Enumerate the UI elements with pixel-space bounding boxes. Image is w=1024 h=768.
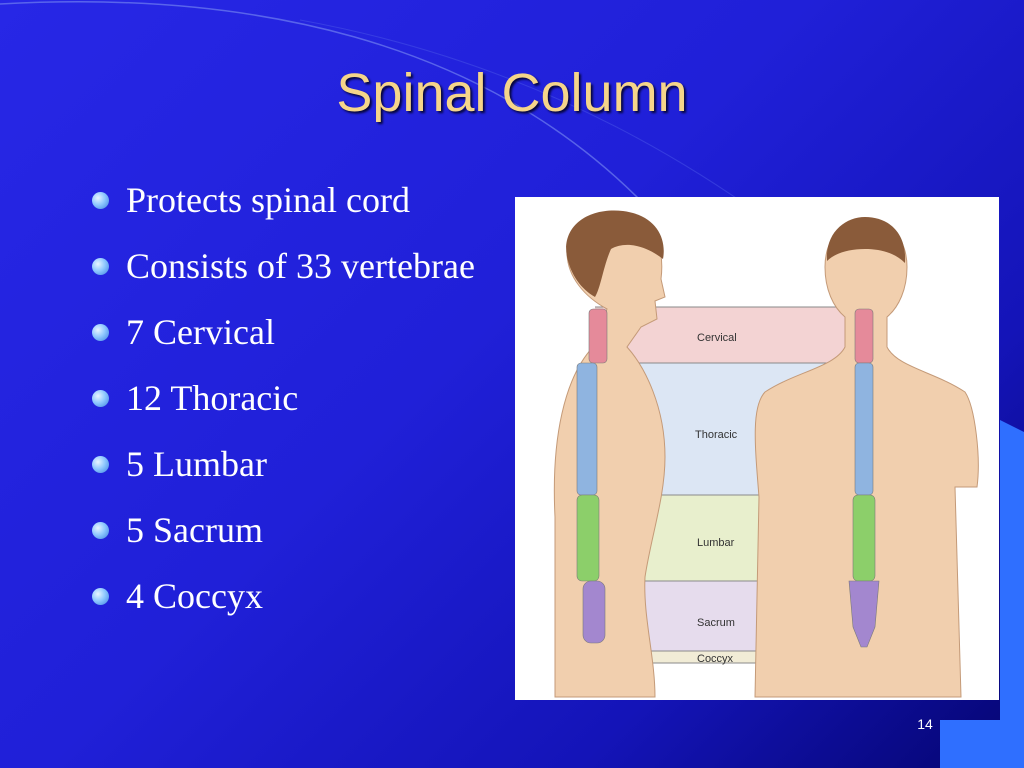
bullet-text: 12 Thoracic bbox=[126, 378, 299, 418]
bullet-item: 7 Cervical bbox=[90, 304, 500, 360]
page-number: 14 bbox=[917, 716, 933, 732]
bullet-icon bbox=[92, 192, 109, 209]
bullet-item: Protects spinal cord bbox=[90, 172, 500, 228]
bullet-text: Protects spinal cord bbox=[126, 180, 410, 220]
label-lumbar: Lumbar bbox=[697, 537, 735, 549]
bullet-text: 4 Coccyx bbox=[126, 576, 263, 616]
bullet-icon bbox=[92, 324, 109, 341]
label-cervical: Cervical bbox=[697, 332, 737, 344]
label-sacrum: Sacrum bbox=[697, 617, 735, 629]
bullet-text: 7 Cervical bbox=[126, 312, 275, 352]
spine-diagram: Cervical Thoracic Lumbar Sacrum Coccyx bbox=[553, 210, 979, 698]
bullet-list: Protects spinal cord Consists of 33 vert… bbox=[90, 172, 500, 634]
bullet-item: 5 Sacrum bbox=[90, 502, 500, 558]
bullet-icon bbox=[92, 522, 109, 539]
slide-title: Spinal Column bbox=[336, 63, 688, 123]
back-view-figure bbox=[754, 217, 979, 698]
bullet-text: 5 Sacrum bbox=[126, 510, 263, 550]
label-coccyx: Coccyx bbox=[697, 653, 734, 665]
bullet-icon bbox=[92, 390, 109, 407]
bullet-icon bbox=[92, 258, 109, 275]
bullet-item: 4 Coccyx bbox=[90, 568, 500, 624]
bullet-item: Consists of 33 vertebrae bbox=[90, 238, 500, 294]
bullet-icon bbox=[92, 456, 109, 473]
spine-illustration: Cervical Thoracic Lumbar Sacrum Coccyx bbox=[515, 197, 999, 700]
bullet-item: 12 Thoracic bbox=[90, 370, 500, 426]
side-view-figure bbox=[553, 210, 666, 698]
label-thoracic: Thoracic bbox=[695, 429, 738, 441]
bullet-text: Consists of 33 vertebrae bbox=[126, 246, 475, 286]
corner-decoration bbox=[940, 420, 1024, 768]
bullet-icon bbox=[92, 588, 109, 605]
bullet-item: 5 Lumbar bbox=[90, 436, 500, 492]
bullet-text: 5 Lumbar bbox=[126, 444, 267, 484]
